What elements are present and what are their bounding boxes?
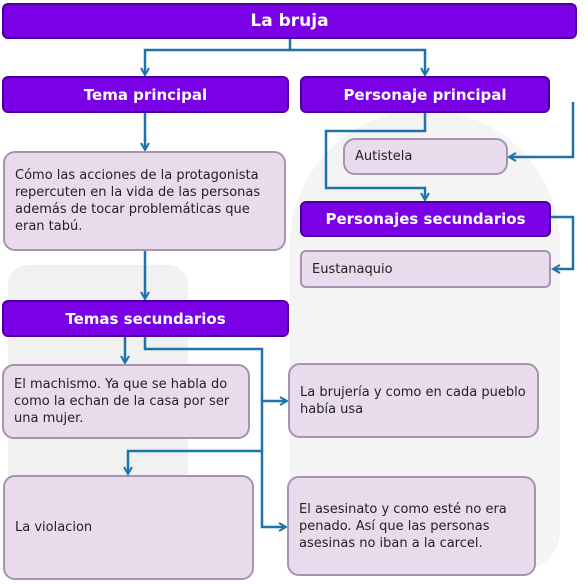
arrow-secundarios-to-eustanaquio: [551, 215, 575, 269]
node-autistela: Autistela: [343, 138, 508, 175]
arrow-temas-to-violacion: [128, 401, 264, 473]
node-tema-principal-text: Cómo las acciones de la protagonista rep…: [3, 151, 286, 251]
node-brujeria: La brujería y como en cada pueblo había …: [288, 363, 539, 438]
node-eustanaquio: Eustanaquio: [300, 250, 551, 288]
node-temas-secundarios: Temas secundarios: [2, 300, 289, 337]
diagram-title: La bruja: [2, 3, 577, 39]
arrow-title-to-tema-principal: [145, 39, 292, 74]
node-personaje-principal: Personaje principal: [300, 76, 550, 113]
node-asesinato: El asesinato y como esté no era penado. …: [287, 476, 536, 576]
arrow-title-to-personaje-principal: [290, 48, 425, 74]
node-machismo: El machismo. Ya que se habla do como la …: [2, 364, 250, 439]
node-violacion: La violacion: [3, 475, 254, 580]
arrow-temas-to-asesinato: [260, 451, 285, 527]
arrow-personaje-to-autistela: [510, 102, 575, 157]
node-personajes-secundarios: Personajes secundarios: [300, 201, 551, 237]
node-tema-principal: Tema principal: [2, 76, 289, 113]
arrow-temas-to-brujeria: [143, 337, 286, 401]
arrow-personaje-to-secundarios: [324, 113, 425, 199]
